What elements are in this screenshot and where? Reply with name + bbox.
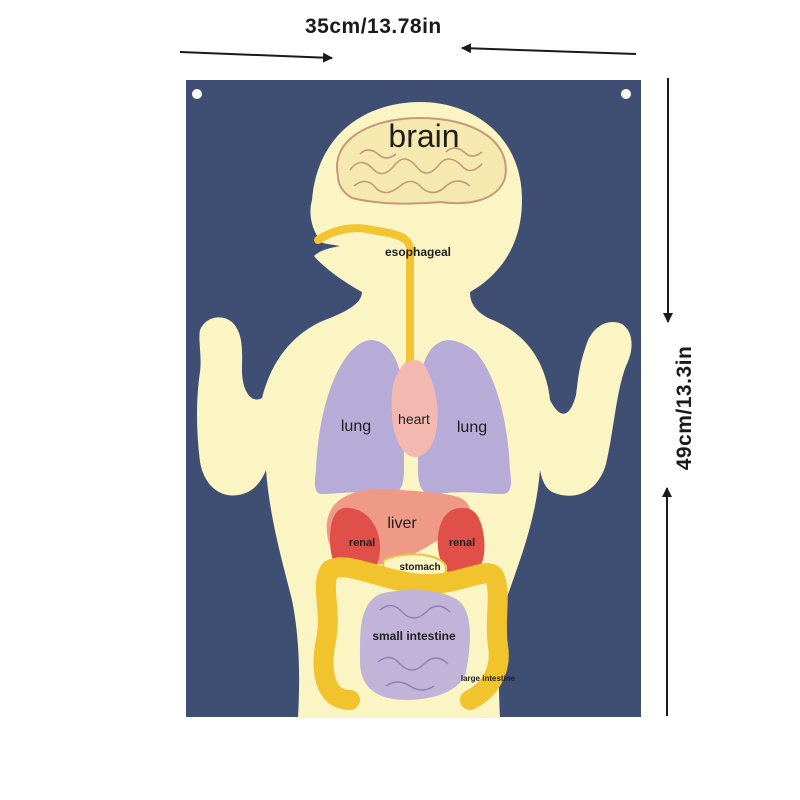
- renal-right-label: renal: [449, 537, 475, 549]
- liver-label: liver: [387, 515, 417, 532]
- width-arrow-right: [461, 43, 637, 55]
- brain-label: brain: [388, 118, 459, 154]
- width-dimension-label: 35cm/13.78in: [305, 15, 442, 38]
- large-intestine-label: large intestine: [461, 674, 516, 683]
- width-arrow-left: [179, 51, 333, 63]
- renal-left-label: renal: [349, 537, 375, 549]
- heart-organ: [391, 359, 438, 457]
- lung-left-label: lung: [341, 418, 371, 435]
- lung-right-organ: [418, 340, 512, 495]
- stomach-label: stomach: [399, 562, 440, 573]
- heart-label: heart: [398, 411, 430, 427]
- brain-organ: [335, 116, 507, 205]
- height-dimension-arrows: [662, 78, 673, 716]
- small-intestine-organ: [359, 589, 470, 700]
- small-intestine-folds: [377, 604, 451, 691]
- hanging-hole-left: [192, 89, 202, 99]
- esophageal-label: esophageal: [385, 245, 451, 259]
- small-intestine-label: small intestine: [372, 629, 456, 643]
- kidney-right-organ: [437, 507, 485, 579]
- hanging-hole-right: [621, 89, 631, 99]
- lung-right-label: lung: [457, 419, 487, 436]
- esophagus-tube: [314, 224, 414, 384]
- large-intestine-organ: [313, 557, 509, 710]
- lung-left-organ: [314, 340, 404, 495]
- width-dimension-arrows: [179, 43, 637, 63]
